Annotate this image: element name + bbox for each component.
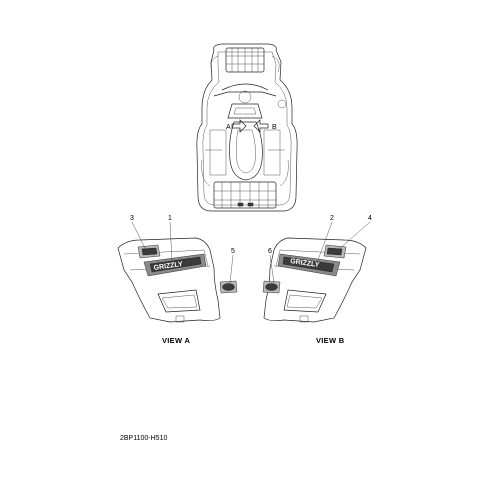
callout-1: 1: [168, 215, 172, 222]
view-b-arrow: [253, 119, 269, 133]
decal-1-text: GRIZZLY: [153, 261, 183, 272]
view-b-label: VIEW B: [316, 336, 345, 345]
view-a-label: VIEW A: [162, 336, 190, 345]
callout-2: 2: [330, 215, 334, 222]
callout-5: 5: [231, 248, 235, 255]
callouts: 3 1 5 2 4 6: [130, 215, 372, 284]
callout-4: 4: [368, 215, 372, 222]
callout-6: 6: [268, 248, 272, 255]
view-b-arrow-label: B: [272, 124, 277, 131]
view-a-arrow-label: A: [226, 124, 231, 131]
callout-3: 3: [130, 215, 134, 222]
atv-top-view: A B: [196, 43, 298, 212]
view-a-arrow: [231, 119, 247, 133]
decal-2-text: GRIZZLY: [290, 258, 320, 269]
drawing-code: 2BP1100-H510: [120, 435, 167, 442]
view-a-panel: GRIZZLY: [117, 237, 238, 323]
view-b-panel: GRIZZLY: [262, 237, 367, 323]
